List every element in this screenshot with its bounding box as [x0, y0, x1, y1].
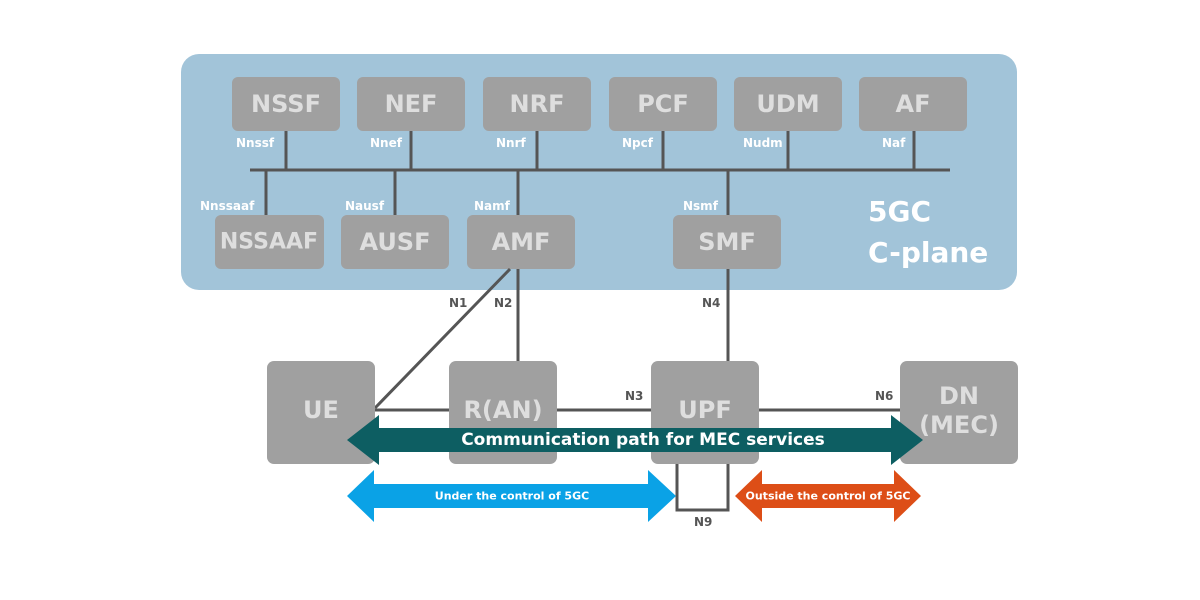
interface-naf: Naf [882, 136, 906, 150]
nf-ausf-label: AUSF [359, 228, 430, 256]
nf-pcf: PCF [609, 77, 717, 131]
nf-nrf: NRF [483, 77, 591, 131]
interface-nausf: Nausf [345, 199, 385, 213]
dn-label: DN [939, 382, 979, 410]
n9-loop [675, 463, 730, 512]
communication-path-arrow [347, 415, 923, 465]
ref-n3: N3 [625, 389, 643, 403]
interface-nnef: Nnef [370, 136, 403, 150]
interface-nsmf: Nsmf [683, 199, 719, 213]
nf-amf-label: AMF [492, 228, 551, 256]
dn-mec-node: DN (MEC) [900, 361, 1018, 464]
interface-npcf: Npcf [622, 136, 654, 150]
nf-smf-label: SMF [698, 228, 756, 256]
nf-amf: AMF [467, 215, 575, 269]
region-title-5gc: 5GC [868, 195, 931, 228]
mec-label: (MEC) [919, 411, 999, 439]
nf-nssaaf: NSSAAF [215, 215, 324, 269]
nf-nef: NEF [357, 77, 465, 131]
nf-nssaaf-label: NSSAAF [220, 230, 318, 255]
nf-ausf: AUSF [341, 215, 449, 269]
region-title-c-plane: C-plane [868, 236, 988, 269]
nf-udm-label: UDM [756, 90, 819, 118]
nf-nef-label: NEF [385, 90, 438, 118]
nf-af: AF [859, 77, 967, 131]
nf-udm: UDM [734, 77, 842, 131]
ref-n4: N4 [702, 296, 720, 310]
interface-nnssaaf: Nnssaaf [200, 199, 255, 213]
ue-node: UE [267, 361, 375, 464]
upf-label: UPF [678, 396, 731, 424]
nf-smf: SMF [673, 215, 781, 269]
n1-line [373, 267, 512, 410]
nf-nssf-label: NSSF [251, 90, 321, 118]
interface-nnssf: Nnssf [236, 136, 275, 150]
nf-pcf-label: PCF [637, 90, 689, 118]
ue-label: UE [303, 396, 339, 424]
under-control-label: Under the control of 5GC [435, 490, 589, 503]
ref-n9: N9 [694, 515, 712, 529]
ref-n6: N6 [875, 389, 893, 403]
nf-nssf: NSSF [232, 77, 340, 131]
under-control-arrow [347, 470, 676, 522]
communication-path-label: Communication path for MEC services [461, 430, 825, 450]
ref-n2: N2 [494, 296, 512, 310]
outside-control-arrow [735, 470, 921, 522]
interface-nudm: Nudm [743, 136, 783, 150]
outside-control-label: Outside the control of 5GC [746, 490, 911, 503]
interface-nnrf: Nnrf [496, 136, 527, 150]
nf-nrf-label: NRF [510, 90, 565, 118]
interface-namf: Namf [474, 199, 511, 213]
ran-label: R(AN) [463, 396, 542, 424]
nf-af-label: AF [896, 90, 931, 118]
ref-n1: N1 [449, 296, 467, 310]
